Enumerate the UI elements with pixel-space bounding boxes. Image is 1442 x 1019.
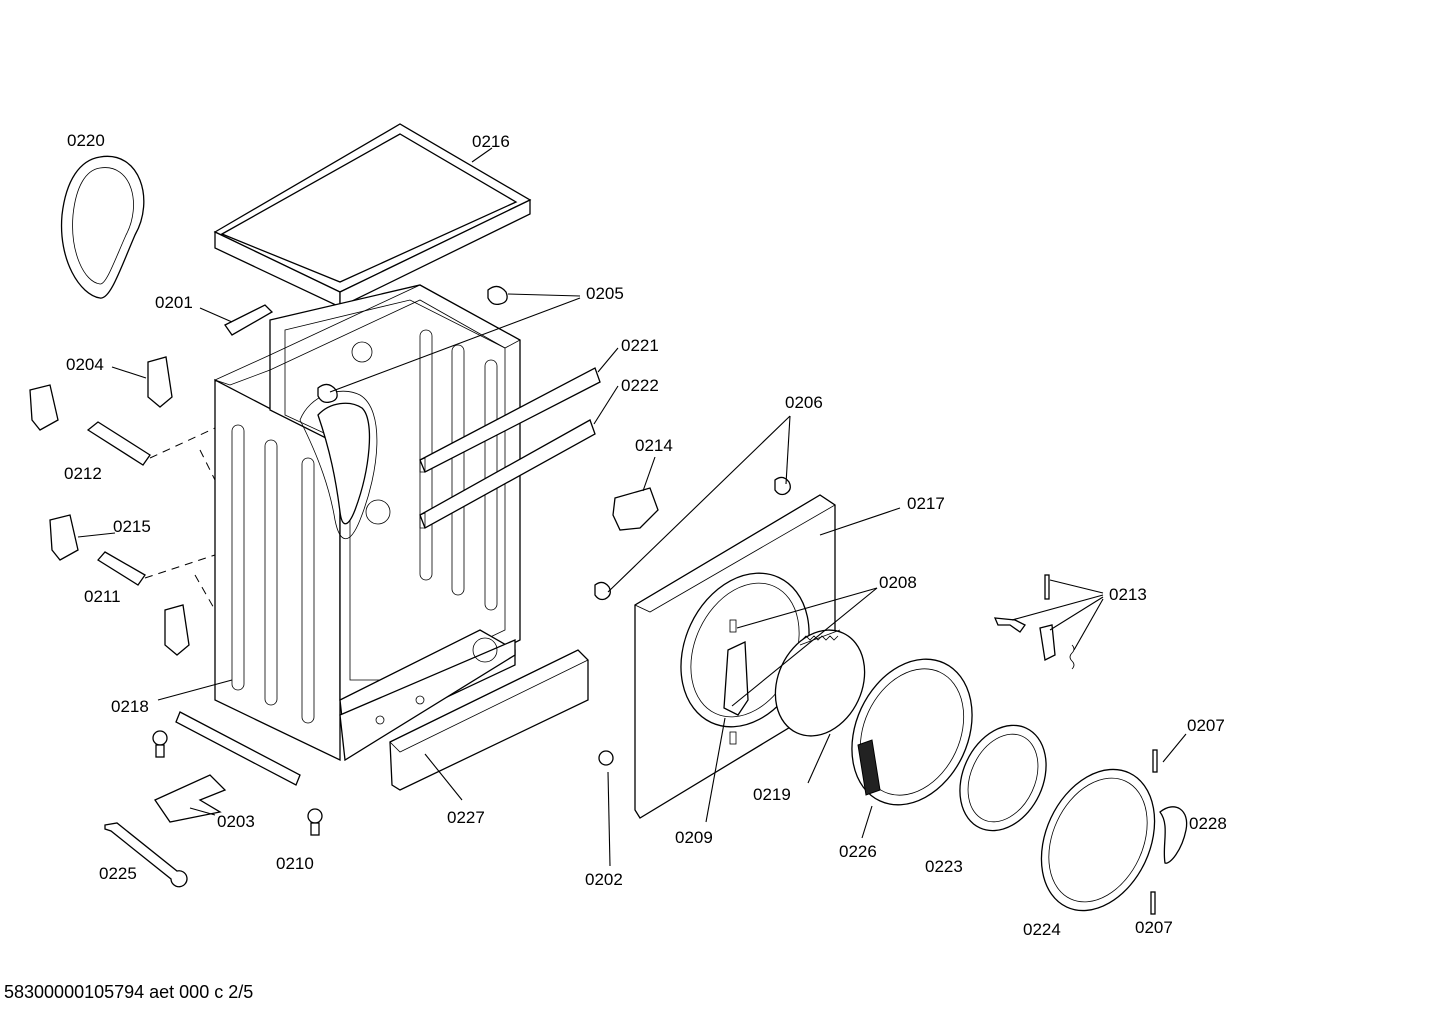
clip-part	[317, 383, 338, 404]
part-label-0228: 0228	[1189, 814, 1227, 833]
part-label-0210: 0210	[276, 854, 314, 873]
part-label-0213: 0213	[1109, 585, 1147, 604]
part-label-0222: 0222	[621, 376, 659, 395]
bracket-part	[224, 304, 274, 336]
part-label-0214: 0214	[635, 436, 673, 455]
hook-part	[774, 476, 791, 496]
top-cover-part	[213, 123, 532, 309]
part-label-0201: 0201	[155, 293, 193, 312]
pin-part	[1152, 749, 1158, 773]
hook-part	[594, 581, 611, 601]
clip-part	[487, 285, 508, 306]
part-label-0217: 0217	[907, 494, 945, 513]
door-lock-switch-part	[612, 487, 659, 531]
document-footer-id: 58300000105794 aet 000 c 2/5	[4, 982, 254, 1002]
part-label-0206: 0206	[785, 393, 823, 412]
part-label-0221: 0221	[621, 336, 659, 355]
support-rail-part	[419, 367, 601, 529]
part-label-0215: 0215	[113, 517, 151, 536]
part-label-0227: 0227	[447, 808, 485, 827]
hinge-part	[993, 574, 1075, 670]
part-label-0226: 0226	[839, 842, 877, 861]
part-label-0212: 0212	[64, 464, 102, 483]
part-label-0223: 0223	[925, 857, 963, 876]
part-label-0216: 0216	[472, 132, 510, 151]
part-label-0219: 0219	[753, 785, 791, 804]
pin-part	[1150, 891, 1156, 915]
part-label-0204: 0204	[66, 355, 104, 374]
part-label-0208: 0208	[879, 573, 917, 592]
door-handle-part	[1159, 806, 1188, 864]
spring-part	[801, 635, 839, 641]
gasket-part	[60, 155, 145, 299]
part-label-0224: 0224	[1023, 920, 1061, 939]
part-label-0202: 0202	[585, 870, 623, 889]
part-label-0203: 0203	[217, 812, 255, 831]
base-bracket-part	[104, 711, 614, 888]
door-glass-part	[959, 724, 1047, 832]
kick-panel-part	[389, 649, 589, 791]
part-label-0225: 0225	[99, 864, 137, 883]
part-label-0207-top: 0207	[1187, 716, 1225, 735]
leader-lines	[77, 147, 1187, 867]
part-label-0211: 0211	[84, 587, 121, 606]
part-label-0218: 0218	[111, 697, 149, 716]
part-label-0207-bottom: 0207	[1135, 918, 1173, 937]
shock-absorber-part	[29, 384, 151, 586]
bracket-part	[147, 356, 173, 408]
cabinet-frame-part	[213, 284, 521, 762]
door-outer-ring-part	[851, 658, 973, 806]
part-label-0205: 0205	[586, 284, 624, 303]
bracket-part	[164, 604, 190, 656]
part-label-0220: 0220	[67, 131, 105, 150]
part-label-0209: 0209	[675, 828, 713, 847]
door-inner-ring-part	[1040, 768, 1156, 912]
